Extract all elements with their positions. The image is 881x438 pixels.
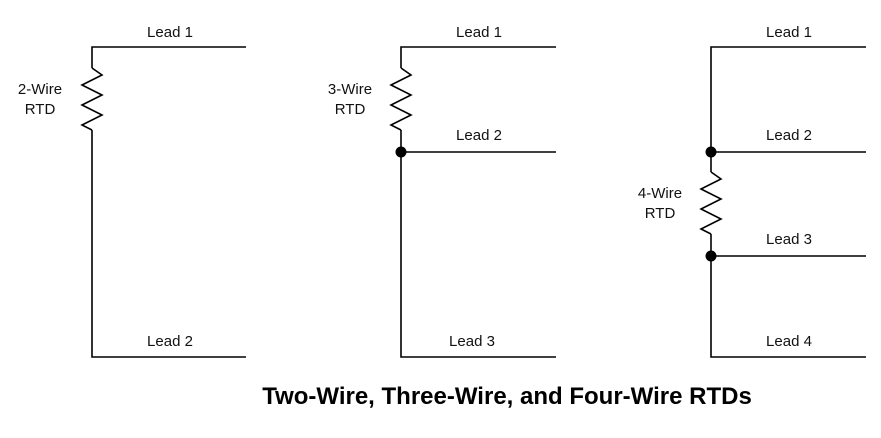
four-wire-upper-junction-node	[705, 146, 717, 158]
four-wire-lead3-label: Lead 3	[766, 231, 812, 248]
three-wire-junction-node	[395, 146, 407, 158]
four-wire-lead4-label: Lead 4	[766, 333, 812, 350]
four-wire-rtd-resistor	[699, 171, 723, 235]
four-wire-lead1-wire	[710, 46, 866, 152]
four-wire-lead1-label: Lead 1	[766, 24, 812, 41]
two-wire-lead1-label: Lead 1	[147, 24, 193, 41]
two-wire-rtd-label-line1: 2-Wire	[18, 81, 62, 98]
two-wire-rtd-label-line2: RTD	[25, 101, 56, 118]
three-wire-rtd-resistor	[389, 67, 413, 131]
four-wire-lead4-wire	[710, 256, 866, 358]
three-wire-rtd-label-line2: RTD	[335, 101, 366, 118]
two-wire-lead2-wire	[91, 130, 246, 358]
three-wire-rtd-circuit: Lead 1 Lead 2 Lead 3 3-Wire RTD	[328, 24, 556, 358]
four-wire-rtd-label-line2: RTD	[645, 205, 676, 222]
three-wire-lead1-wire	[400, 46, 556, 68]
two-wire-lead2-label: Lead 2	[147, 333, 193, 350]
two-wire-rtd-circuit: Lead 1 Lead 2 2-Wire RTD	[18, 24, 246, 358]
three-wire-lead3-wire	[400, 152, 556, 358]
three-wire-lead2-label: Lead 2	[456, 127, 502, 144]
three-wire-lead1-label: Lead 1	[456, 24, 502, 41]
four-wire-rtd-circuit: Lead 1 Lead 2 Lead 3 Lead 4 4-Wire RTD	[638, 24, 866, 358]
four-wire-lead2-label: Lead 2	[766, 127, 812, 144]
three-wire-rtd-label-line1: 3-Wire	[328, 81, 372, 98]
three-wire-lead3-label: Lead 3	[449, 333, 495, 350]
four-wire-lower-junction-node	[705, 250, 717, 262]
four-wire-rtd-label-line1: 4-Wire	[638, 185, 682, 202]
two-wire-rtd-resistor	[80, 67, 104, 131]
figure-caption: Two-Wire, Three-Wire, and Four-Wire RTDs	[262, 383, 752, 410]
two-wire-lead1-wire	[91, 46, 246, 68]
